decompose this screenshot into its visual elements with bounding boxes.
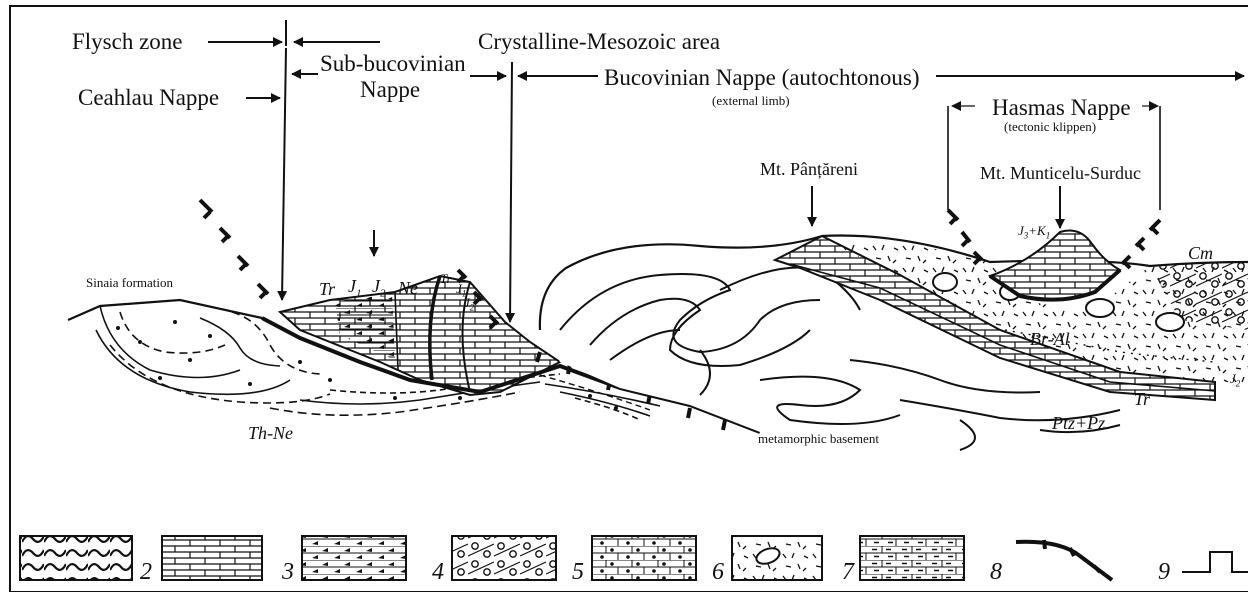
legend <box>20 536 1248 580</box>
label-ne: Ne <box>398 279 418 297</box>
hasmas-klippe <box>990 231 1120 300</box>
legend-swatch-4 <box>452 536 556 580</box>
label-j3-k1: J3+K1 <box>1018 224 1050 241</box>
legend-number-4: 4 <box>432 560 444 584</box>
legend-symbol-8 <box>1016 540 1112 580</box>
legend-swatch-5 <box>592 536 696 580</box>
legend-number-9: 9 <box>1158 560 1170 584</box>
legend-swatch-7 <box>860 536 964 580</box>
legend-swatch-2 <box>162 536 262 580</box>
label-sinaia-formation: Sinaia formation <box>86 276 173 289</box>
label-tectonic-klippen: (tectonic klippen) <box>1004 120 1096 133</box>
label-sub-bucovinian: Sub-bucovinian <box>320 52 466 75</box>
label-metamorphic-basement: metamorphic basement <box>758 432 879 445</box>
label-br-al: Br-Al <box>1030 330 1070 348</box>
label-crystalline-mesozoic: Crystalline-Mesozoic area <box>478 30 720 53</box>
label-j2-small: J2 <box>464 296 474 313</box>
legend-number-7: 7 <box>842 560 854 584</box>
label-flysch-zone: Flysch zone <box>72 30 183 53</box>
label-cm: Cm <box>1188 244 1213 262</box>
label-tr-right: Tr <box>1134 390 1150 408</box>
label-th-ne: Th-Ne <box>248 424 293 442</box>
legend-number-2: 2 <box>140 560 152 584</box>
label-ceahlau-nappe: Ceahlau Nappe <box>78 86 219 109</box>
legend-symbol-9 <box>1182 552 1248 572</box>
label-tr: Tr <box>319 280 335 298</box>
legend-number-8: 8 <box>990 560 1002 584</box>
label-bucovinian-nappe: Bucovinian Nappe (autochtonous) <box>604 66 920 89</box>
label-ptz-pz: Ptz+Pz <box>1052 414 1105 432</box>
legend-number-5: 5 <box>572 560 584 584</box>
label-sub-bucovinian-nappe: Nappe <box>360 78 420 101</box>
label-tr-small: Tr <box>440 272 452 285</box>
legend-swatch-3 <box>302 536 406 580</box>
label-j1: J1 <box>348 277 362 300</box>
label-j2-right: J2 <box>1230 372 1240 389</box>
legend-number-3: 3 <box>282 560 294 584</box>
label-mt-munticelu: Mt. Munticelu-Surduc <box>980 164 1141 182</box>
label-hasmas-nappe: Hasmas Nappe <box>992 96 1131 119</box>
label-mt-pantareni: Mt. Pânțăreni <box>760 160 858 178</box>
label-external-limb: (external limb) <box>712 94 790 107</box>
legend-swatch-1 <box>20 536 132 580</box>
legend-number-6: 6 <box>712 560 724 584</box>
label-j2: J2 <box>372 277 386 300</box>
